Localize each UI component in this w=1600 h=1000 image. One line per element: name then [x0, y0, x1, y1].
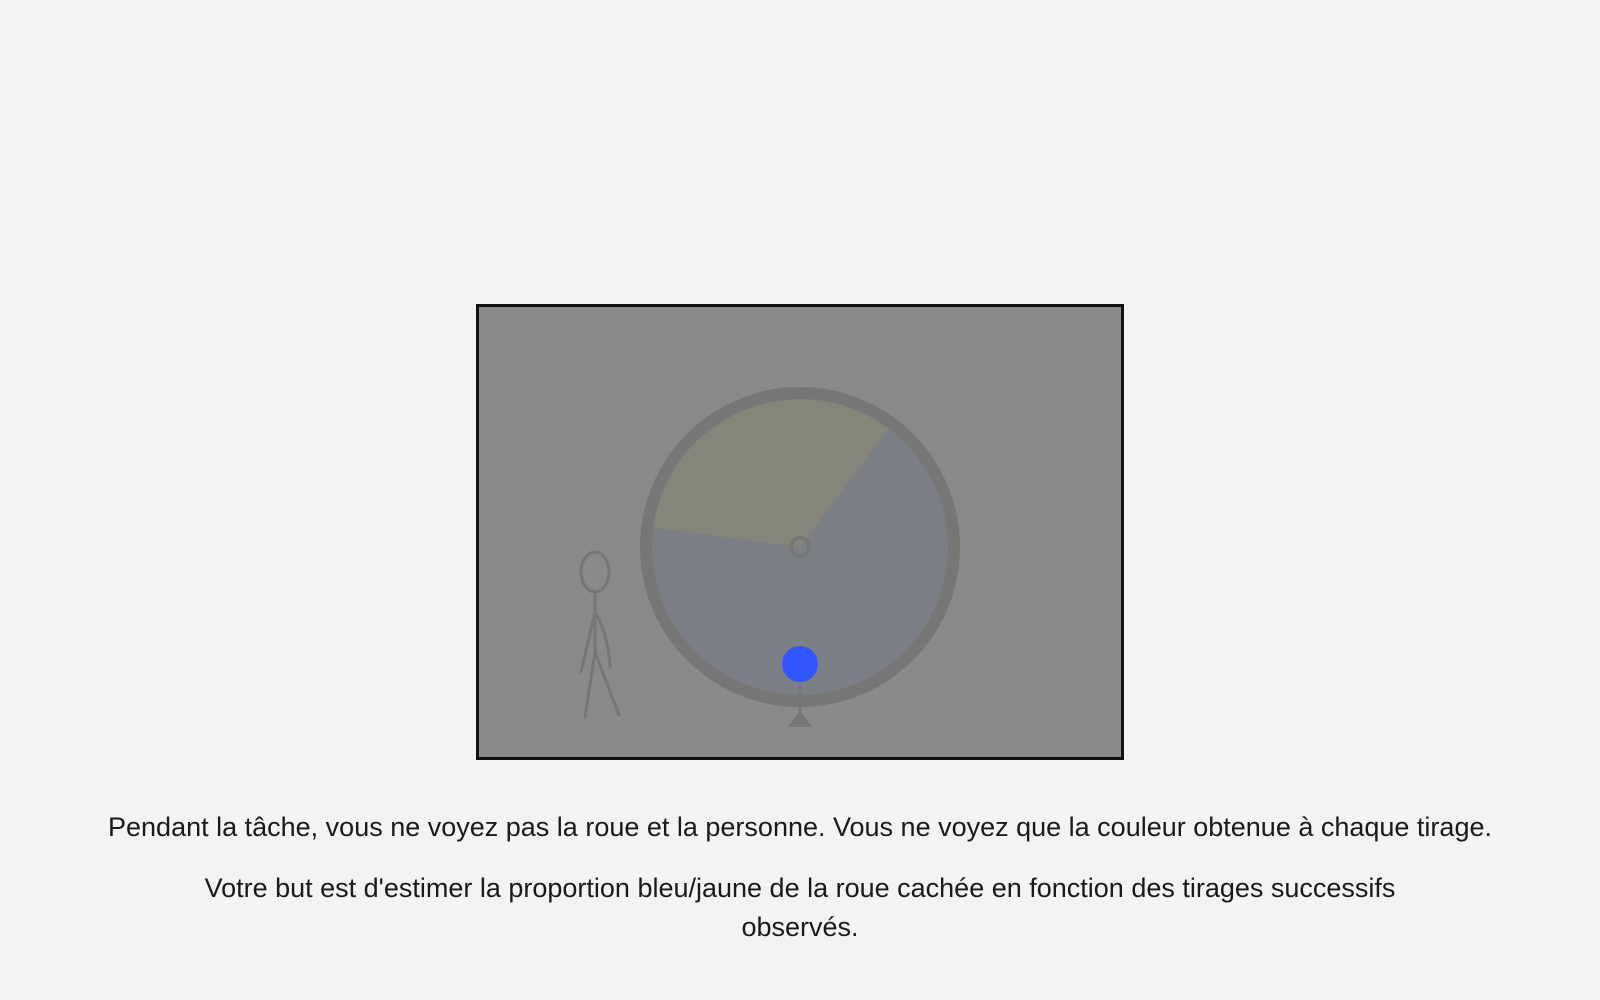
- stick-figure-icon: [579, 550, 621, 719]
- instructions-paragraph-2: Votre but est d'estimer la proportion bl…: [204, 873, 1396, 942]
- wheel-yellow-sector: [650, 399, 890, 547]
- wheel-illustration: [579, 387, 960, 727]
- instructions: Pendant la tâche, vous ne voyez pas la r…: [100, 808, 1500, 969]
- drawn-ball-blue: [782, 646, 818, 682]
- wheel-stage: [476, 304, 1124, 760]
- wheel-stand-base: [788, 710, 812, 727]
- wheel-hub-icon: [789, 536, 811, 558]
- instructions-paragraph-1: Pendant la tâche, vous ne voyez pas la r…: [108, 812, 1492, 842]
